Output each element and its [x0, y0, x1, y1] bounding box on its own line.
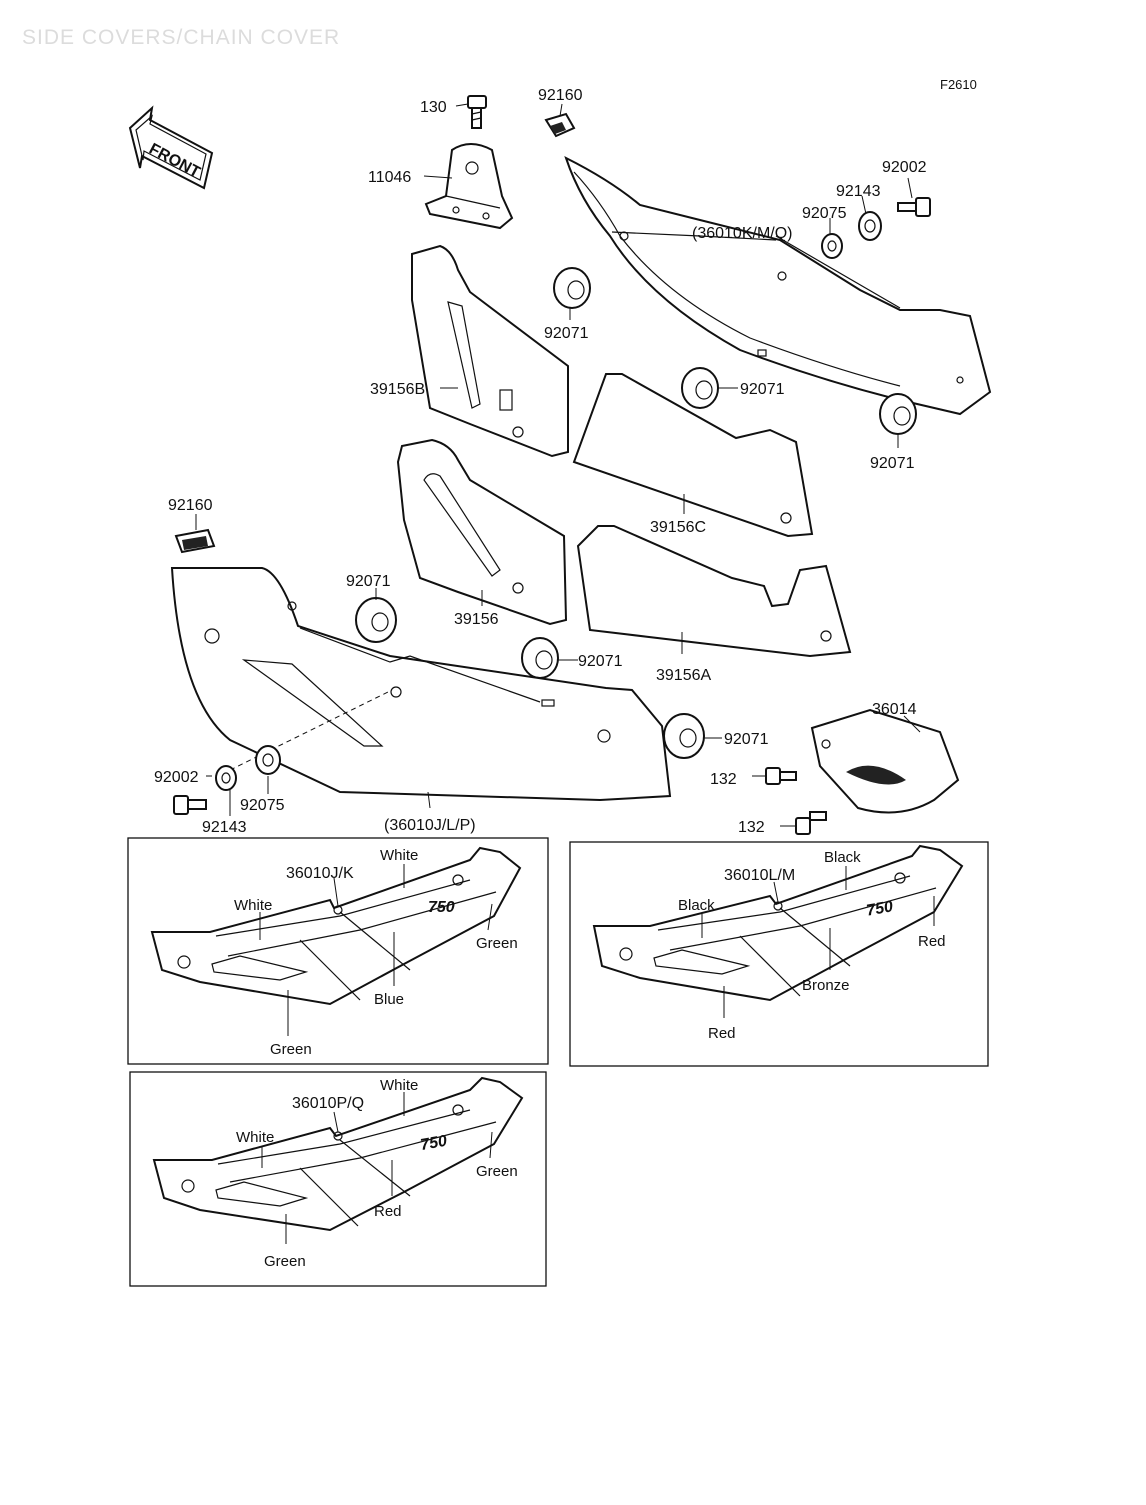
label-39156: 39156: [454, 611, 499, 628]
collar-92075-top-icon: [821, 233, 843, 259]
right-side-cover-icon: [564, 156, 992, 416]
label-39156C: 39156C: [650, 519, 706, 536]
variant-box-2: 750: [569, 841, 989, 1067]
label-11046: 11046: [368, 169, 411, 186]
collar-92075-left-icon: [255, 745, 281, 775]
page-title: SIDE COVERS/CHAIN COVER: [22, 26, 340, 49]
grommet-92071-a-icon: [553, 267, 591, 309]
label-92075-left: 92075: [240, 797, 285, 814]
bolt-132-a-icon: [765, 767, 797, 785]
label-36014: 36014: [872, 701, 917, 718]
grommet-92071-b-icon: [681, 367, 719, 409]
chain-cover-36014-icon: [810, 708, 960, 814]
grommet-92071-c-icon: [879, 393, 917, 435]
variant-2-code: 36010L/M: [724, 867, 795, 884]
emblem-750-1: 750: [428, 899, 455, 916]
variant-3-right-color: Green: [476, 1163, 518, 1180]
grommet-92071-d-icon: [355, 597, 397, 643]
label-cover-left: (36010J/L/P): [384, 817, 476, 834]
variant-2-upper-left-color: Black: [678, 897, 715, 914]
washer-92143-top-icon: [858, 211, 882, 241]
label-92160-left: 92160: [168, 497, 213, 514]
variant-box-1: 750: [127, 837, 549, 1065]
label-92071-a: 92071: [544, 325, 589, 342]
variant-1-bottom-color: Green: [270, 1041, 312, 1058]
variant-1-middle-color: Blue: [374, 991, 404, 1008]
grommet-92071-e-icon: [521, 637, 559, 679]
clip-92160-left-icon: [174, 528, 216, 554]
variant-box-3: 750: [129, 1071, 547, 1287]
figure-code: F2610: [940, 77, 977, 92]
left-side-cover-icon: [170, 567, 672, 802]
label-92002-top: 92002: [882, 159, 927, 176]
label-92071-e: 92071: [578, 653, 623, 670]
clip-92160-icon: [544, 112, 576, 138]
label-92071-b: 92071: [740, 381, 785, 398]
variant-2-middle-color: Bronze: [802, 977, 850, 994]
bolt-92002-left-icon: [173, 795, 207, 815]
label-39156B: 39156B: [370, 381, 425, 398]
variant-3-bottom-color: Green: [264, 1253, 306, 1270]
label-130: 130: [420, 99, 447, 116]
front-arrow-icon: FRONT: [128, 105, 214, 190]
variant-3-top-color: White: [380, 1077, 418, 1094]
label-92071-c: 92071: [870, 455, 915, 472]
bolt-130-icon: [467, 95, 487, 129]
label-92143-top: 92143: [836, 183, 881, 200]
emblem-750-2: 750: [865, 898, 894, 919]
label-92002-left: 92002: [154, 769, 199, 786]
pad-39156A-icon: [576, 525, 852, 658]
label-92160-top: 92160: [538, 87, 583, 104]
variant-1-top-color: White: [380, 847, 418, 864]
variant-2-bottom-color: Red: [708, 1025, 736, 1042]
pad-39156C-icon: [572, 373, 814, 538]
bracket-11046-icon: [424, 143, 514, 230]
bolt-132-b-icon: [795, 811, 827, 835]
variant-3-middle-color: Red: [374, 1203, 402, 1220]
variant-1-code: 36010J/K: [286, 865, 354, 882]
variant-1-right-color: Green: [476, 935, 518, 952]
label-132-b: 132: [738, 819, 765, 836]
pad-39156B-icon: [411, 244, 569, 458]
variant-3-upper-left-color: White: [236, 1129, 274, 1146]
variant-1-upper-left-color: White: [234, 897, 272, 914]
label-92143-left: 92143: [202, 819, 247, 836]
pad-39156-icon: [396, 438, 568, 626]
label-cover-right: (36010K/M/Q): [692, 225, 792, 242]
label-92071-d: 92071: [346, 573, 391, 590]
grommet-92071-f-icon: [663, 713, 705, 759]
washer-92143-left-icon: [215, 765, 237, 791]
label-132-a: 132: [710, 771, 737, 788]
variant-2-top-color: Black: [824, 849, 861, 866]
label-92075-top: 92075: [802, 205, 847, 222]
label-39156A: 39156A: [656, 667, 711, 684]
emblem-750-3: 750: [419, 1133, 448, 1154]
label-92071-f: 92071: [724, 731, 769, 748]
variant-3-code: 36010P/Q: [292, 1095, 364, 1112]
variant-2-right-color: Red: [918, 933, 946, 950]
bolt-92002-top-icon: [897, 197, 931, 217]
